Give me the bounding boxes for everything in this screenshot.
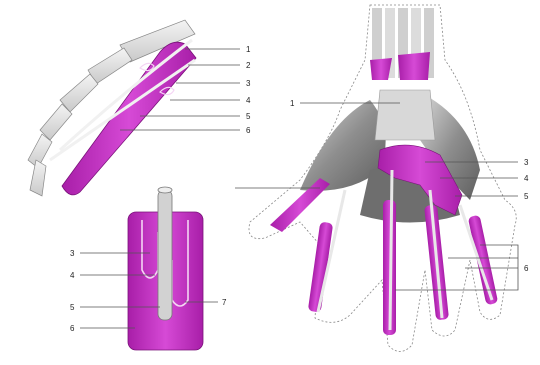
palm-label-6: 6: [524, 264, 529, 273]
cross-label-4: 4: [70, 271, 75, 280]
finger-tendon-sheath: [62, 42, 196, 195]
finger-side-view: 1 2 3 4 5 6: [28, 20, 251, 196]
middle-finger-tendon: [390, 170, 392, 330]
cross-section-tendon-cut: [158, 187, 172, 193]
finger-label-5: 5: [246, 112, 251, 121]
finger-label-2: 2: [246, 61, 251, 70]
finger-label-6: 6: [246, 126, 251, 135]
palm-view: 1 3 4 5 6: [235, 5, 529, 352]
finger-label-1: 1: [246, 45, 251, 54]
flexor-retinaculum: [375, 90, 435, 140]
cross-label-7: 7: [222, 298, 227, 307]
palm-label-3: 3: [524, 158, 529, 167]
palm-label-5: 5: [524, 192, 529, 201]
ulnar-bursa-proximal: [398, 52, 430, 80]
little-finger-sheath: [468, 215, 498, 306]
palm-label-4: 4: [524, 174, 529, 183]
cross-label-6: 6: [70, 324, 75, 333]
cross-label-3: 3: [70, 249, 75, 258]
cross-section-tendon: [158, 190, 172, 320]
finger-label-3: 3: [246, 79, 251, 88]
finger-label-4: 4: [246, 96, 251, 105]
sheath-cross-section: 3 4 5 6 7: [70, 187, 227, 350]
palm-label-1: 1: [290, 99, 295, 108]
cross-label-5: 5: [70, 303, 75, 312]
